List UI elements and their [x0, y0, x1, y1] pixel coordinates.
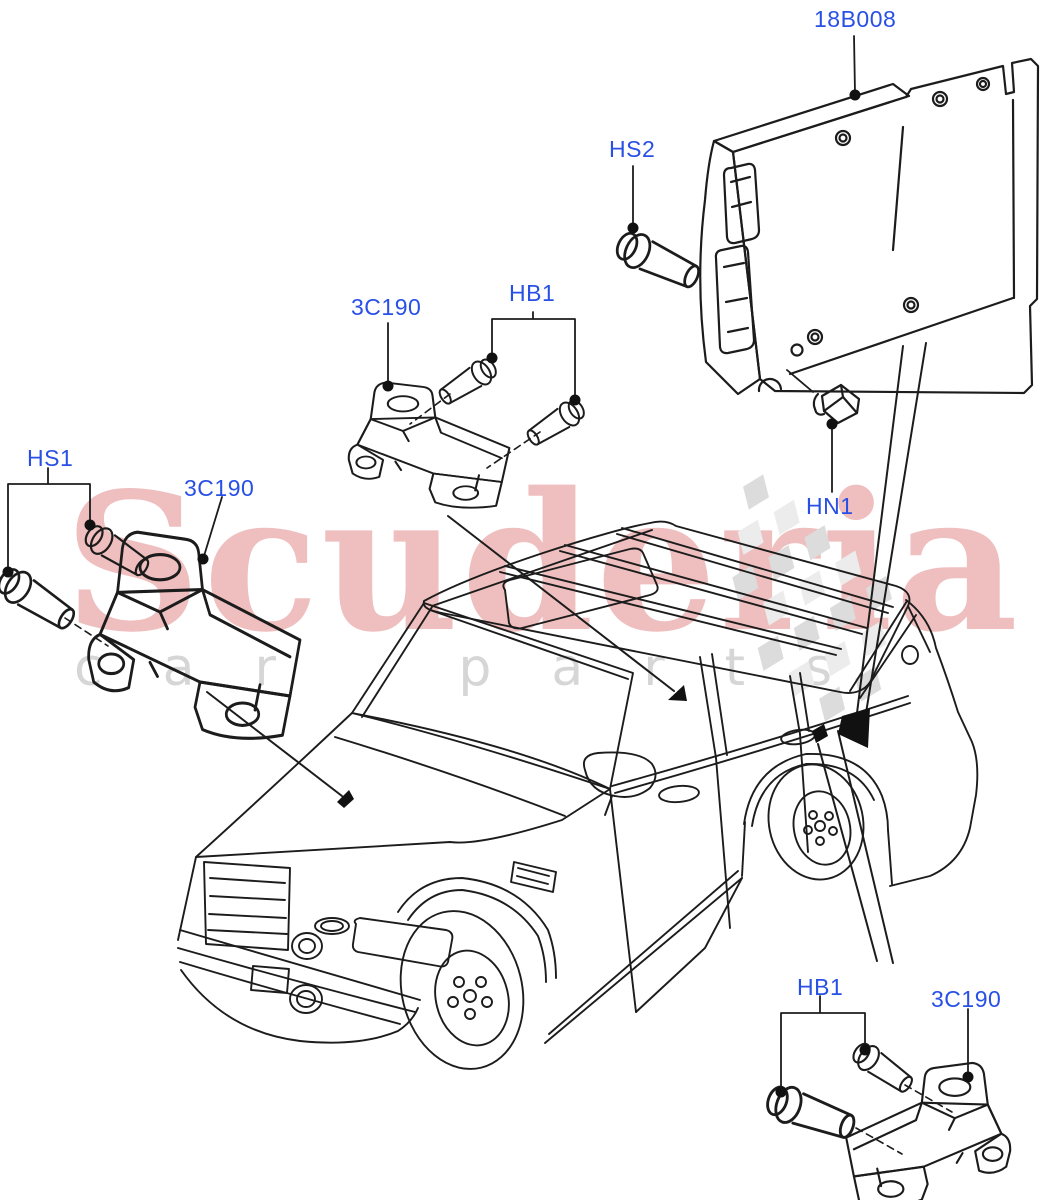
bolt-hb1-rear-right-drawing	[847, 1037, 919, 1099]
assembly-dashed-lines	[64, 393, 953, 1155]
part-label-hs2[interactable]: HS2	[609, 136, 656, 162]
part-label-hn1[interactable]: HN1	[806, 493, 854, 519]
part-label-18b008[interactable]: 18B008	[814, 6, 897, 32]
callout-leader-lines	[7, 35, 969, 1091]
bolt-hs2-drawing	[610, 225, 706, 297]
bracket-3c190-rear-drawing	[845, 1061, 1012, 1200]
callout-dots	[2, 89, 974, 1098]
part-label-hb1-rear[interactable]: HB1	[797, 974, 844, 1000]
nut-hn1-drawing	[812, 383, 861, 425]
part-label-3c190-center[interactable]: 3C190	[351, 294, 422, 320]
module-18b008-drawing	[699, 57, 1040, 396]
vehicle-illustration	[177, 520, 979, 1070]
part-label-hb1-center[interactable]: HB1	[509, 280, 556, 306]
part-label-hs1[interactable]: HS1	[27, 445, 74, 471]
location-arrow-markers	[337, 685, 870, 808]
part-label-3c190-rear[interactable]: 3C190	[931, 986, 1002, 1012]
location-leader-lines	[206, 342, 927, 964]
bracket-3c190-center-drawing	[347, 381, 511, 509]
bracket-3c190-front-drawing	[87, 530, 302, 740]
part-label-3c190-front[interactable]: 3C190	[184, 475, 255, 501]
